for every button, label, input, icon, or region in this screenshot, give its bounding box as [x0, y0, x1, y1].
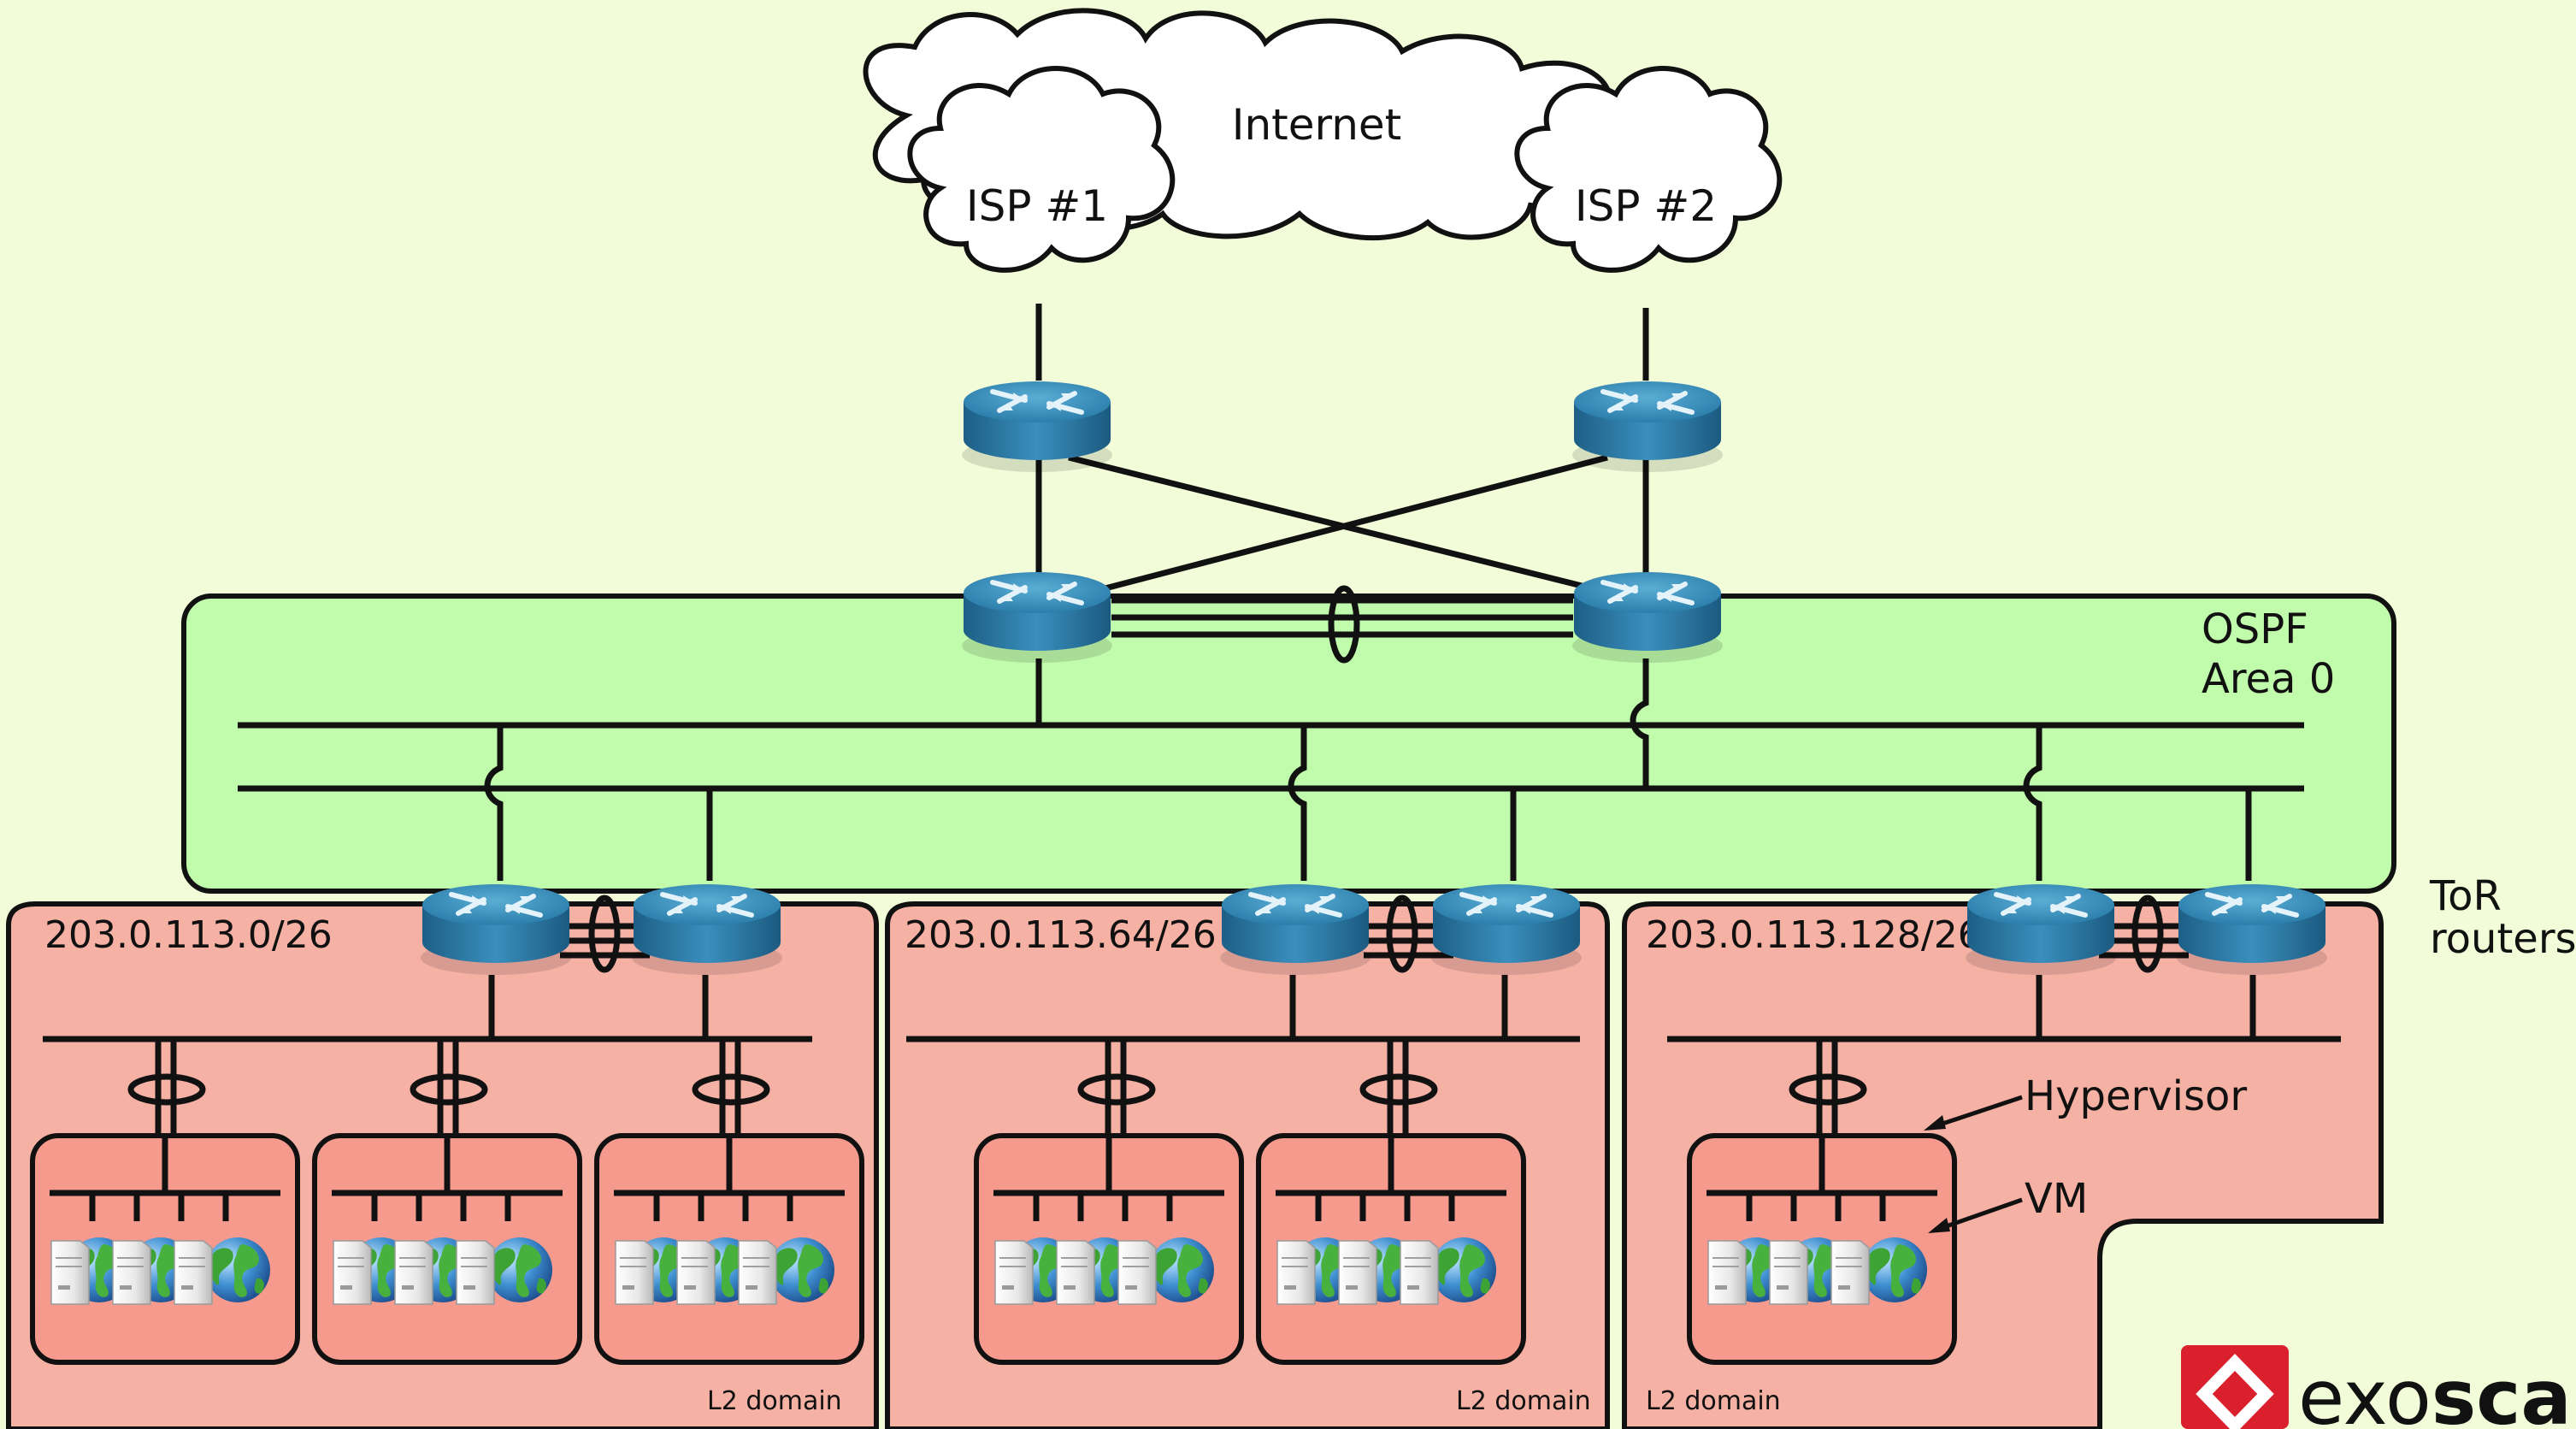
vm-globe-icon	[205, 1237, 270, 1302]
hypervisor-uplinks	[155, 1039, 1838, 1136]
hypervisor-box	[30, 1133, 300, 1365]
isp1-cloud-shape	[907, 66, 1176, 273]
vm-server-icon	[50, 1240, 90, 1305]
vm-server-icon	[333, 1240, 372, 1305]
vm-server-icon	[174, 1240, 213, 1305]
vm-server-icon	[615, 1240, 654, 1305]
vm-server-icon	[456, 1240, 495, 1305]
internet-label: Internet	[1232, 100, 1402, 150]
ospf-area-0	[181, 593, 2396, 894]
hypervisor-box	[594, 1133, 864, 1365]
vm-server-icon	[1830, 1240, 1870, 1305]
isp1-label: ISP #1	[966, 181, 1108, 231]
vm-server-icon	[1769, 1240, 1808, 1305]
vm-globe-icon	[769, 1237, 834, 1302]
l2-domain-label-1: L2 domain	[707, 1386, 842, 1416]
hypervisor-box	[312, 1133, 582, 1365]
isp2-cloud: ISP #2	[1514, 66, 1783, 273]
core-router-icon-2	[1572, 572, 1723, 663]
l2-domain-label-3: L2 domain	[1646, 1386, 1781, 1416]
logo-text-exo: exo	[2298, 1354, 2432, 1429]
vm-server-icon	[994, 1240, 1034, 1305]
tor-router-icon	[632, 884, 782, 975]
subnet-label-2: 203.0.113.64/26	[905, 913, 1217, 957]
hypervisor-box	[1687, 1133, 1957, 1365]
vm-globe-icon	[1862, 1237, 1927, 1302]
tor-router-icon	[1431, 884, 1582, 975]
tor-router-icon	[1966, 884, 2116, 975]
logo-text-scale: scale	[2432, 1354, 2576, 1429]
ospf-label: OSPF	[2202, 605, 2308, 653]
tor-router-icon	[1220, 884, 1371, 975]
routers-label: routers	[2430, 915, 2576, 963]
vm-server-icon	[676, 1240, 716, 1305]
exoscale-logo-mark-icon	[2181, 1345, 2289, 1429]
vm-server-icon	[1338, 1240, 1377, 1305]
isp1-cloud: ISP #1	[907, 66, 1176, 273]
svg-text:exoscale: exoscale	[2298, 1354, 2576, 1429]
tor-label: ToR	[2429, 872, 2502, 920]
vm-server-icon	[1117, 1240, 1157, 1305]
vm-globe-icon	[1431, 1237, 1496, 1302]
vm-server-icon	[394, 1240, 433, 1305]
vm-server-icon	[112, 1240, 151, 1305]
hypervisors	[30, 1133, 1957, 1365]
vm-server-icon	[1400, 1240, 1439, 1305]
callouts	[1924, 1095, 2023, 1233]
vm-server-icon	[738, 1240, 777, 1305]
border-router-icon-2	[1572, 381, 1723, 472]
hypervisor-label: Hypervisor	[2025, 1072, 2247, 1120]
tor-router-icon	[2177, 884, 2327, 975]
hypervisor-box	[974, 1133, 1244, 1365]
vm-globe-icon	[1149, 1237, 1214, 1302]
vm-server-icon	[1707, 1240, 1747, 1305]
isp2-cloud-shape	[1514, 66, 1783, 273]
l2-domain-label-2: L2 domain	[1456, 1386, 1591, 1416]
core-router-icon-1	[962, 572, 1112, 663]
hypervisor-box	[1256, 1133, 1526, 1365]
exoscale-logo: exoscale	[2181, 1345, 2576, 1429]
border-router-icon-1	[962, 381, 1112, 472]
subnet-label-3: 203.0.113.128/26	[1646, 913, 1982, 957]
area-label: Area 0	[2202, 655, 2335, 703]
vm-server-icon	[1276, 1240, 1316, 1305]
vm-globe-icon	[487, 1237, 552, 1302]
subnet-label-1: 203.0.113.0/26	[44, 913, 333, 957]
vm-label: VM	[2025, 1175, 2088, 1223]
isp2-label: ISP #2	[1575, 181, 1717, 231]
vm-server-icon	[1056, 1240, 1095, 1305]
tor-router-icon	[421, 884, 571, 975]
